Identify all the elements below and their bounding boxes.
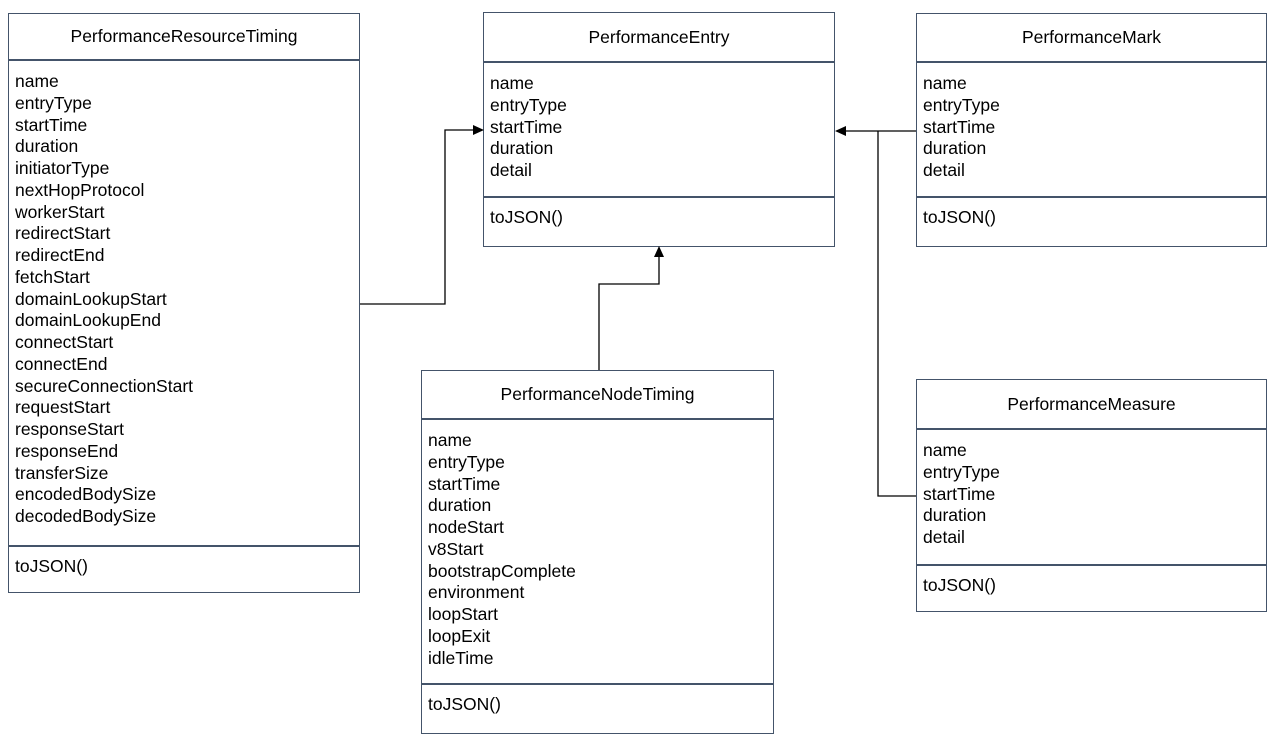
attribute: workerStart <box>15 201 105 222</box>
attribute: environment <box>428 582 525 603</box>
class-methods: toJSON() <box>917 198 1266 246</box>
attribute: fetchStart <box>15 266 90 287</box>
attribute: startTime <box>923 116 996 137</box>
attribute: domainLookupStart <box>15 288 167 309</box>
arrowhead-icon <box>654 246 664 257</box>
class-title: PerformanceMeasure <box>917 380 1266 430</box>
attribute: entryType <box>923 461 1000 482</box>
attribute: responseStart <box>15 419 124 439</box>
attribute: loopExit <box>428 625 491 646</box>
method: toJSON() <box>923 575 996 595</box>
method: toJSON() <box>923 207 996 227</box>
attribute: duration <box>490 138 554 159</box>
attribute: secureConnectionStart <box>15 375 194 396</box>
edge-measure-to-entry <box>877 131 916 497</box>
class-methods: toJSON() <box>917 566 1266 611</box>
attribute: name <box>15 71 59 91</box>
class-title: PerformanceNodeTiming <box>422 371 773 420</box>
attribute: startTime <box>923 483 996 504</box>
edge-nodetiming-to-entry <box>598 257 660 370</box>
attribute: v8Start <box>428 538 484 559</box>
class-methods: toJSON() <box>9 547 359 592</box>
attribute: name <box>923 73 967 93</box>
class-title: PerformanceMark <box>917 14 1266 63</box>
attribute: decodedBodySize <box>15 506 157 526</box>
attribute: startTime <box>428 473 501 494</box>
attribute: transferSize <box>15 462 109 483</box>
attribute: requestStart <box>15 397 111 418</box>
attribute: connectStart <box>15 332 114 352</box>
attribute: redirectStart <box>15 223 111 244</box>
attribute: entryType <box>490 94 567 115</box>
attribute: entryType <box>15 92 92 113</box>
attribute: duration <box>15 136 79 157</box>
attribute: startTime <box>15 114 88 135</box>
method: toJSON() <box>15 556 88 576</box>
attribute: duration <box>923 138 987 159</box>
attribute: encodedBodySize <box>15 484 157 505</box>
method: toJSON() <box>490 207 563 227</box>
attribute: detail <box>923 160 965 180</box>
attribute: redirectEnd <box>15 245 105 265</box>
attribute: duration <box>923 505 987 526</box>
attribute: name <box>923 440 967 460</box>
attribute: connectEnd <box>15 353 108 374</box>
attribute: nextHopProtocol <box>15 179 145 200</box>
attribute: nodeStart <box>428 517 504 537</box>
attribute: duration <box>428 495 492 516</box>
attribute: entryType <box>428 451 505 472</box>
class-title: PerformanceResourceTiming <box>9 14 359 61</box>
attribute: domainLookupEnd <box>15 310 161 331</box>
edge-resourcetiming-to-entry <box>360 129 473 305</box>
class-methods: toJSON() <box>484 198 834 246</box>
attribute: idleTime <box>428 647 494 668</box>
class-title: PerformanceEntry <box>484 13 834 63</box>
attribute: name <box>428 430 472 450</box>
arrowhead-icon <box>835 126 846 136</box>
attribute: detail <box>923 527 965 547</box>
attribute: loopStart <box>428 604 499 624</box>
attribute: bootstrapComplete <box>428 560 576 581</box>
method: toJSON() <box>428 694 501 714</box>
attribute: name <box>490 73 534 93</box>
attribute: detail <box>490 160 532 180</box>
attribute: initiatorType <box>15 158 110 178</box>
attribute: entryType <box>923 94 1000 115</box>
class-methods: toJSON() <box>422 685 773 733</box>
attribute: responseEnd <box>15 440 119 461</box>
attribute: startTime <box>490 116 563 137</box>
